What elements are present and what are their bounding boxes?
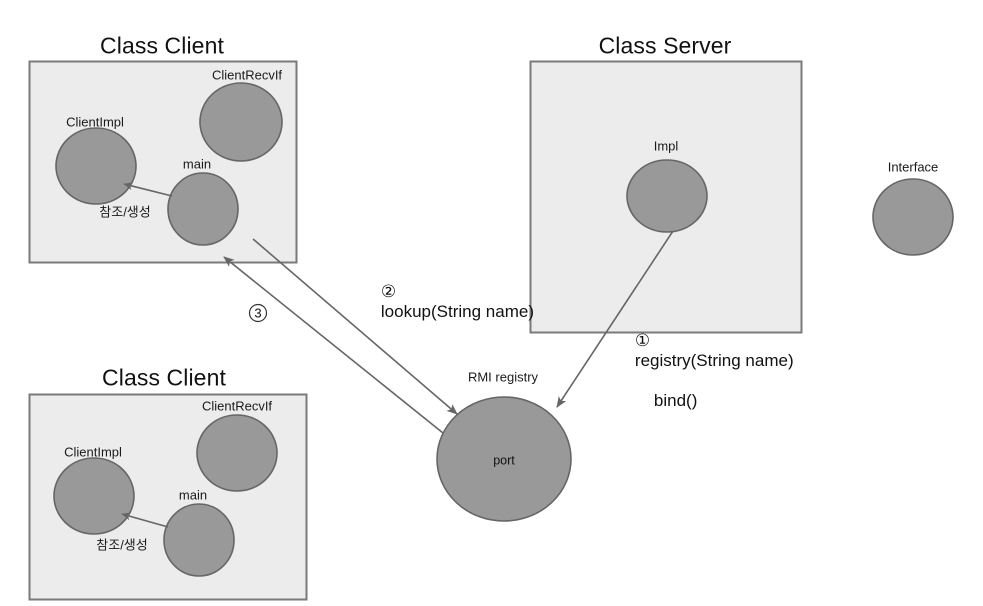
- node-main-top: [167, 172, 239, 246]
- node-client-impl-top: [55, 127, 137, 205]
- edge-registry-to-client-top: [223, 256, 444, 434]
- node-rmi-registry-port: [436, 396, 572, 522]
- node-main-bottom: [163, 503, 235, 577]
- node-impl: [626, 159, 708, 233]
- node-interface: [872, 178, 954, 256]
- edge-impl-to-registry: [556, 230, 674, 408]
- node-client-recv-if-top: [199, 82, 283, 162]
- edge-lookup-to-registry: [252, 238, 458, 415]
- edge-main-to-client-impl-top: [123, 182, 173, 197]
- step-3-marker-circle: [248, 303, 268, 323]
- node-client-impl-bottom: [53, 457, 135, 535]
- edge-main-to-client-impl-bottom: [121, 512, 169, 528]
- node-client-recv-if-bottom: [196, 414, 278, 492]
